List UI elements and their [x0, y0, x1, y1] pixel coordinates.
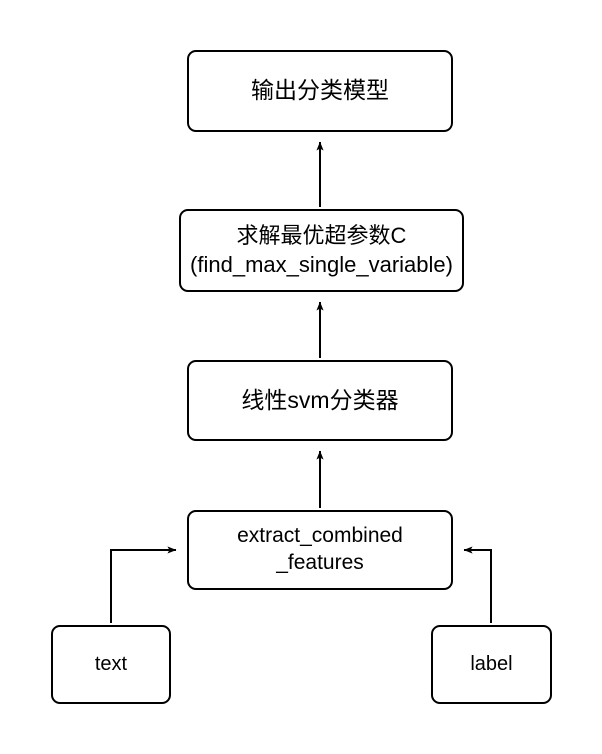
node-find-max-single-variable-label: 求解最优超参数C (find_max_single_variable)	[190, 223, 453, 277]
node-extract-combined-features[interactable]: extract_combined _features	[187, 510, 453, 590]
node-linear-svm-classifier[interactable]: 线性svm分类器	[187, 360, 453, 441]
node-extract-combined-features-label: extract_combined _features	[237, 524, 403, 574]
node-output-model-label: 输出分类模型	[251, 77, 389, 104]
node-find-max-single-variable[interactable]: 求解最优超参数C (find_max_single_variable)	[179, 209, 464, 292]
node-text-label: text	[94, 652, 128, 675]
node-label[interactable]: label	[431, 625, 552, 704]
edge-text-to-extract	[110, 546, 177, 623]
node-linear-svm-classifier-label: 线性svm分类器	[241, 386, 399, 413]
edge-label-to-extract	[463, 546, 492, 623]
node-label-label: label	[470, 652, 513, 675]
node-text[interactable]: text	[51, 625, 171, 704]
node-output-model[interactable]: 输出分类模型	[187, 50, 453, 132]
